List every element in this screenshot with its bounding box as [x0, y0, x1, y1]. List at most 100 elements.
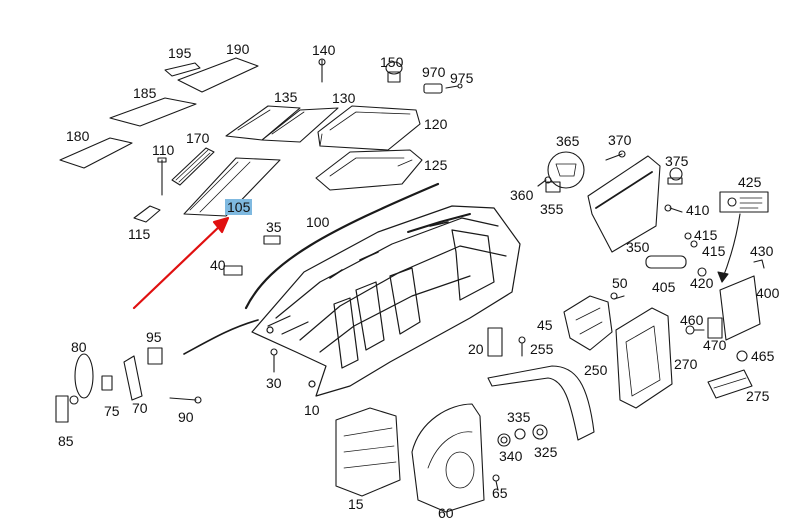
label-350: 350	[626, 239, 650, 255]
part-115-clip	[133, 205, 161, 223]
part-470-bracket	[707, 317, 723, 339]
part-425-label	[719, 191, 769, 213]
label-30: 30	[266, 375, 282, 391]
part-95-bracket	[147, 347, 163, 365]
label-405: 405	[652, 279, 676, 295]
part-365-detail-circle	[547, 151, 585, 189]
part-135-cover	[225, 105, 301, 141]
label-360: 360	[510, 187, 534, 203]
part-150-grommet	[385, 61, 403, 83]
part-125-housing	[315, 149, 423, 191]
label-105: 105	[225, 199, 253, 215]
label-415-bottom: 415	[702, 243, 726, 259]
part-250-trim-strip	[487, 365, 595, 441]
part-85-connector	[55, 395, 79, 423]
label-975: 975	[450, 70, 474, 86]
part-400-cover	[719, 275, 761, 341]
label-140: 140	[312, 42, 336, 58]
label-75: 75	[104, 403, 120, 419]
part-335-ring	[514, 428, 526, 440]
label-115: 115	[128, 226, 151, 242]
label-355: 355	[540, 201, 564, 217]
label-80: 80	[71, 339, 87, 355]
label-170: 170	[186, 130, 210, 146]
label-255: 255	[530, 341, 554, 357]
part-270-center-bezel	[615, 307, 673, 409]
label-40: 40	[210, 257, 226, 273]
part-170-strip	[171, 147, 215, 186]
label-15: 15	[348, 496, 364, 512]
red-arrow-icon	[132, 216, 230, 310]
part-65-screw	[492, 474, 500, 491]
part-90-bolt	[169, 396, 202, 404]
part-460-screw	[685, 325, 705, 335]
part-45-bracket	[563, 295, 613, 351]
label-415-top: 415	[694, 227, 718, 243]
label-110: 110	[152, 142, 175, 158]
label-185: 185	[133, 85, 157, 101]
label-20: 20	[468, 341, 484, 357]
label-10: 10	[304, 402, 320, 418]
part-340-ring	[497, 433, 511, 447]
part-195-pad	[164, 62, 201, 77]
label-100: 100	[306, 214, 330, 230]
label-60: 60	[438, 505, 454, 521]
label-65: 65	[492, 485, 508, 501]
part-415-clips	[684, 232, 698, 248]
part-275-switch-block	[707, 369, 753, 399]
part-80-vent	[74, 353, 94, 399]
part-410-screw	[664, 204, 683, 213]
part-375-knob	[667, 167, 683, 185]
part-970-sensor	[423, 83, 443, 94]
label-85: 85	[58, 433, 74, 449]
part-100-seal-strip	[244, 182, 440, 310]
label-45: 45	[537, 317, 553, 333]
part-350-glovebox-lid	[587, 155, 661, 253]
label-425: 425	[738, 174, 762, 190]
label-70: 70	[132, 400, 148, 416]
label-190: 190	[226, 41, 250, 57]
part-430-clip	[753, 259, 765, 269]
part-35-clip	[263, 235, 281, 245]
label-420: 420	[690, 275, 714, 291]
label-270: 270	[674, 356, 698, 372]
leader-lines	[183, 319, 259, 355]
part-15-insulation-mat	[335, 407, 401, 497]
label-135: 135	[274, 89, 298, 105]
part-75-clip	[101, 375, 113, 391]
label-370: 370	[608, 132, 632, 148]
part-30-bolt	[270, 348, 278, 373]
label-340: 340	[499, 448, 523, 464]
part-50-screw	[610, 292, 625, 300]
part-370-screw	[605, 150, 626, 161]
label-50: 50	[612, 275, 628, 291]
label-470: 470	[703, 337, 727, 353]
part-40-clip	[223, 265, 243, 276]
part-255-screw	[518, 336, 526, 357]
part-140-screw	[318, 58, 326, 83]
part-185-panel	[109, 97, 197, 127]
label-35: 35	[266, 219, 282, 235]
label-125: 125	[424, 157, 448, 173]
label-335: 335	[507, 409, 531, 425]
part-110-screw	[157, 157, 167, 196]
label-180: 180	[66, 128, 90, 144]
label-970: 970	[422, 64, 446, 80]
part-420-fastener	[697, 267, 707, 277]
part-425-arrow	[717, 213, 741, 283]
label-120: 120	[424, 116, 448, 132]
label-95: 95	[146, 329, 162, 345]
label-325: 325	[534, 444, 558, 460]
label-410: 410	[686, 202, 710, 218]
label-90: 90	[178, 409, 194, 425]
label-275: 275	[746, 388, 770, 404]
part-360-pin	[537, 176, 552, 187]
label-400: 400	[756, 285, 780, 301]
part-975-plug	[445, 83, 463, 89]
label-195: 195	[168, 45, 192, 61]
part-70-bracket	[123, 355, 143, 401]
part-120-storage-tray	[317, 105, 421, 151]
label-365: 365	[556, 133, 580, 149]
part-10-dashboard-carrier	[251, 205, 521, 397]
